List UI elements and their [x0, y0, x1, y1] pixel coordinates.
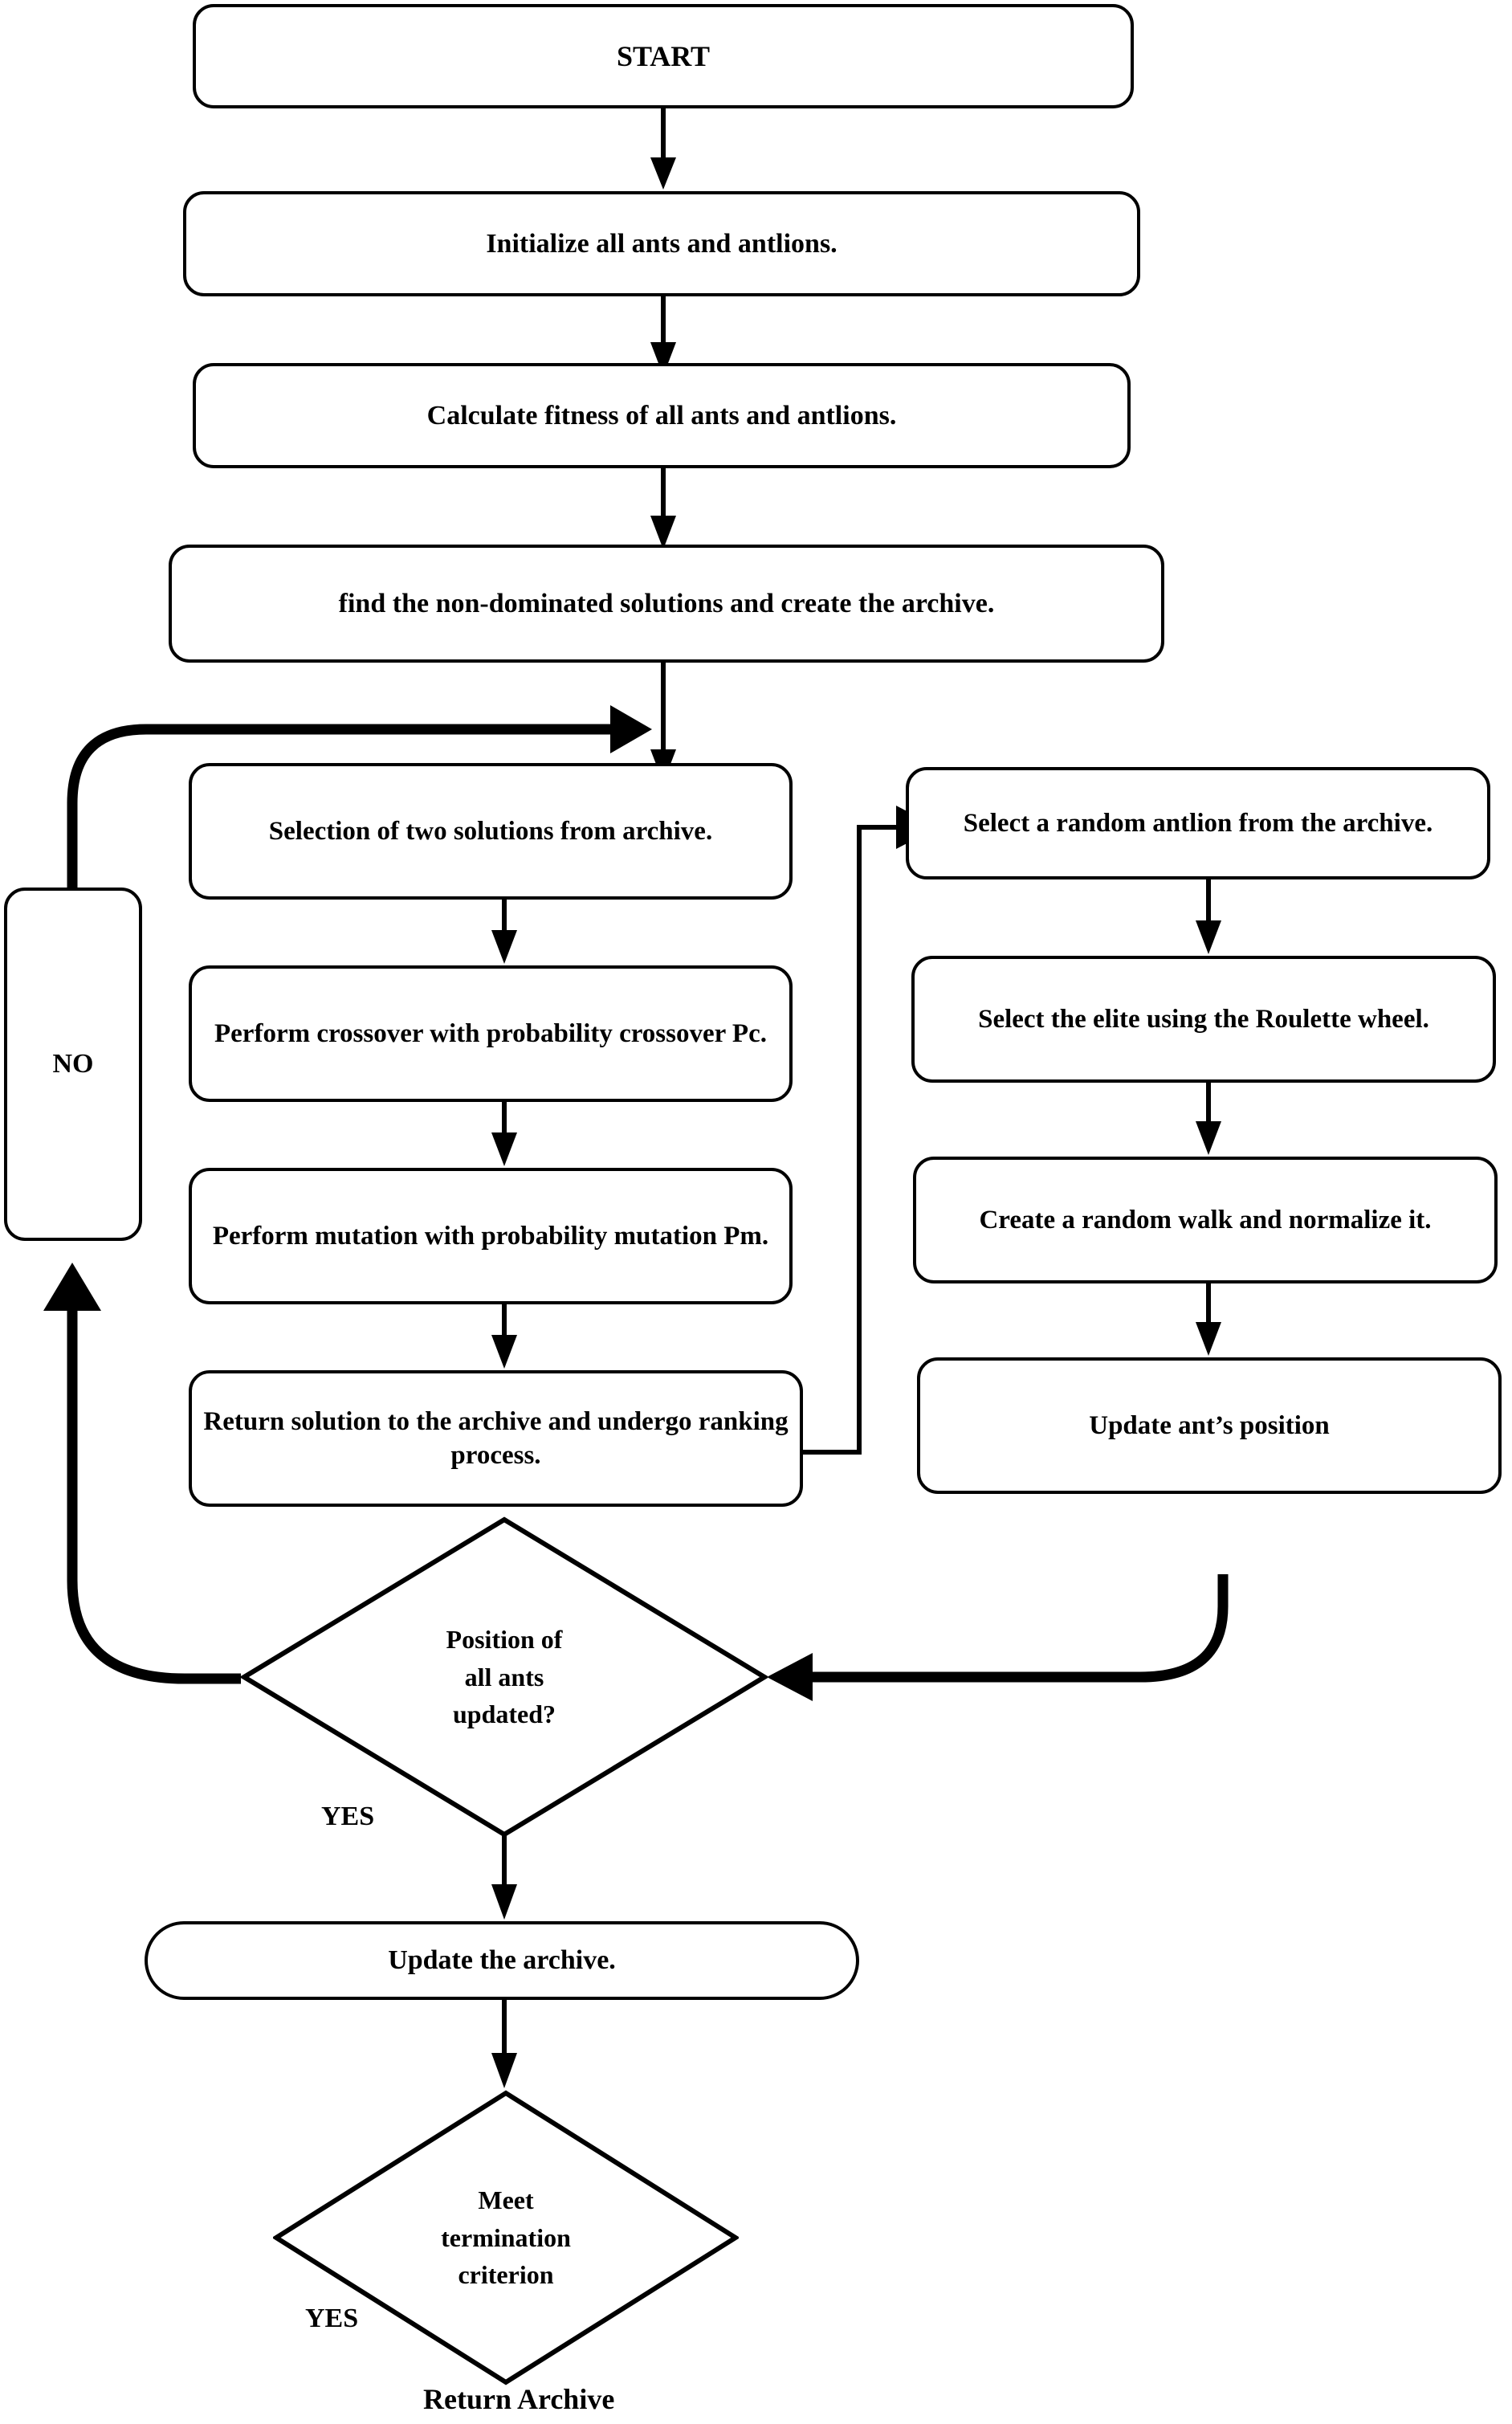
node-calculate-fitness-label: Calculate fitness of all ants and antlio… [426, 400, 897, 431]
node-decision-termination-label: Meet termination criterion [441, 2185, 571, 2290]
node-find-non-dominated-label: find the non-dominated solutions and cre… [338, 588, 995, 618]
node-random-walk[interactable]: Create a random walk and normalize it. [913, 1157, 1498, 1283]
edge-label-positions-yes: YES [321, 1802, 375, 1831]
node-update-archive-label: Update the archive. [388, 1945, 616, 1976]
node-initialize[interactable]: Initialize all ants and antlions. [183, 191, 1140, 296]
node-perform-mutation[interactable]: Perform mutation with probability mutati… [189, 1168, 793, 1304]
node-select-elite-label: Select the elite using the Roulette whee… [978, 1004, 1429, 1034]
node-no-gate-label: NO [52, 1049, 94, 1079]
node-start-label: START [616, 39, 711, 72]
node-decision-termination[interactable]: Meet termination criterion [273, 2090, 739, 2385]
node-update-ant-position-label: Update ant’s position [1089, 1410, 1330, 1440]
node-selection-two-solutions-label: Selection of two solutions from archive. [268, 816, 713, 846]
node-no-gate[interactable]: NO [4, 888, 142, 1241]
node-update-ant-position[interactable]: Update ant’s position [917, 1357, 1502, 1494]
node-perform-crossover-label: Perform crossover with probability cross… [214, 1018, 767, 1048]
node-calculate-fitness[interactable]: Calculate fitness of all ants and antlio… [193, 363, 1131, 468]
node-return-archive: Return Archive [423, 2383, 615, 2415]
edge-label-termination-yes: YES [305, 2304, 359, 2333]
node-selection-two-solutions[interactable]: Selection of two solutions from archive. [189, 763, 793, 900]
node-select-random-antlion-label: Select a random antlion from the archive… [963, 808, 1433, 838]
node-start[interactable]: START [193, 4, 1134, 108]
node-decision-positions-label: Position of all ants updated? [446, 1625, 563, 1729]
node-select-elite[interactable]: Select the elite using the Roulette whee… [911, 956, 1496, 1083]
node-update-archive[interactable]: Update the archive. [145, 1921, 859, 2000]
node-return-solution[interactable]: Return solution to the archive and under… [189, 1370, 803, 1507]
node-perform-crossover[interactable]: Perform crossover with probability cross… [189, 965, 793, 1102]
node-return-solution-label: Return solution to the archive and under… [203, 1406, 789, 1470]
node-select-random-antlion[interactable]: Select a random antlion from the archive… [906, 767, 1490, 879]
node-perform-mutation-label: Perform mutation with probability mutati… [212, 1221, 769, 1251]
node-random-walk-label: Create a random walk and normalize it. [979, 1205, 1432, 1234]
node-find-non-dominated[interactable]: find the non-dominated solutions and cre… [169, 545, 1164, 663]
node-decision-positions[interactable]: Position of all ants updated? [241, 1516, 768, 1838]
node-initialize-label: Initialize all ants and antlions. [486, 228, 838, 259]
